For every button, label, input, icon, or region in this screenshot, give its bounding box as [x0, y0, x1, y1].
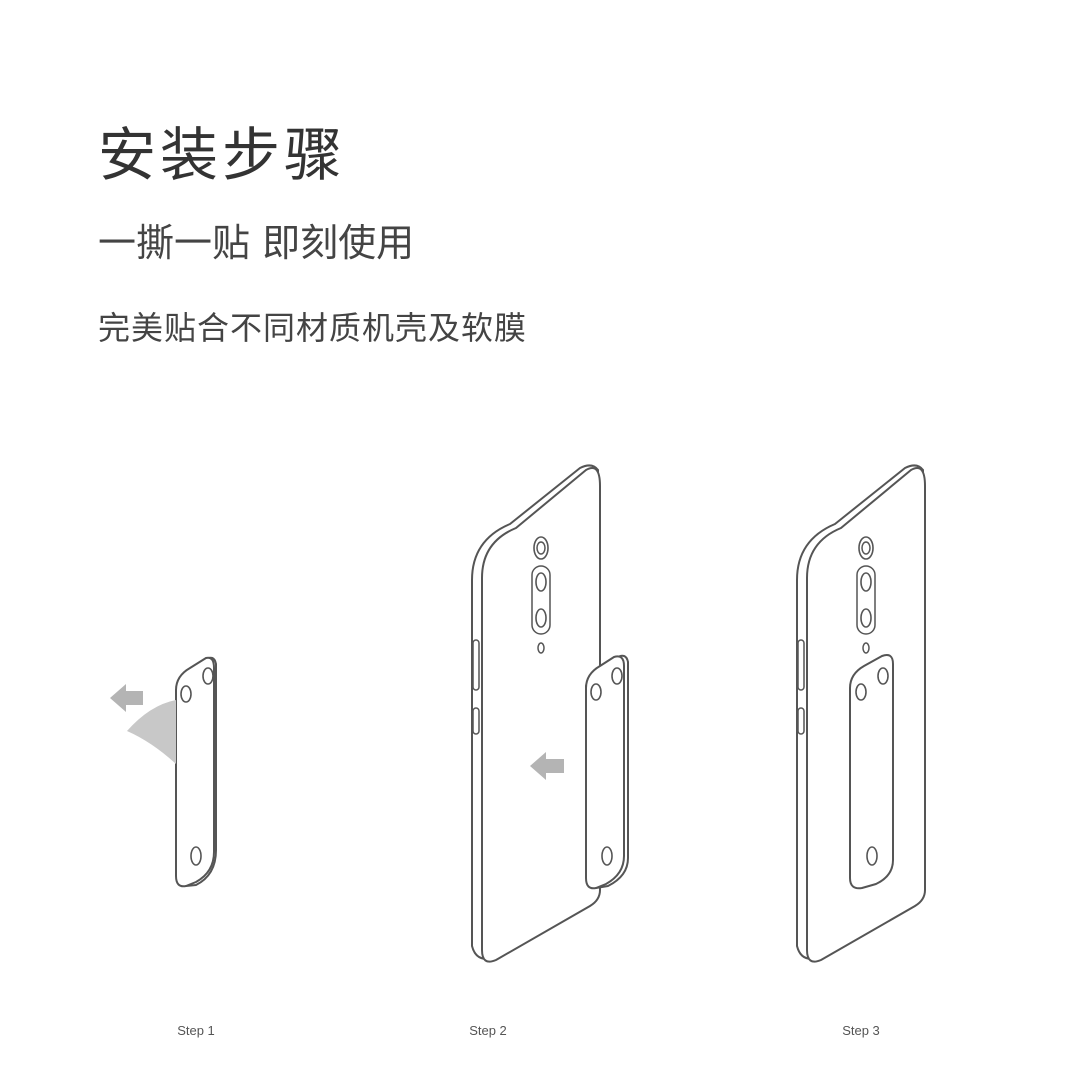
- step3-hole-top-left: [855, 683, 867, 701]
- step1-arrow-left-icon: [110, 684, 143, 712]
- step2-label: Step 2: [469, 1023, 507, 1038]
- step2-volume-button: [472, 639, 480, 691]
- step2-illustration: [471, 464, 629, 963]
- step3-camera-module: [856, 565, 876, 635]
- step2-hole-top-right: [611, 667, 623, 685]
- step3-label: Step 3: [842, 1023, 880, 1038]
- step2-arrow-left-icon: [530, 752, 564, 780]
- step3-illustration: [796, 464, 926, 963]
- step2-camera-module: [531, 565, 551, 635]
- step1-illustration: [110, 656, 217, 888]
- step2-flash: [537, 642, 545, 654]
- step2-strip: [585, 655, 625, 890]
- step3-hole-bottom: [866, 846, 878, 866]
- step1-label: Step 1: [177, 1023, 215, 1038]
- step3-power-button: [797, 707, 805, 735]
- step2-camera-bottom: [535, 608, 547, 628]
- step3-volume-button: [797, 639, 805, 691]
- step3-camera-middle: [860, 572, 872, 592]
- page-description: 完美贴合不同材质机壳及软膜: [98, 309, 528, 347]
- step2-hole-top-left: [590, 683, 602, 701]
- step2-power-button: [472, 707, 480, 735]
- step1-peeling-liner: [127, 700, 176, 764]
- step2-camera-top-inner: [536, 541, 546, 555]
- step3-camera-top-inner: [861, 541, 871, 555]
- step3-camera-bottom: [860, 608, 872, 628]
- step2-camera-top: [533, 536, 549, 560]
- page-subtitle: 一撕一贴 即刻使用: [98, 221, 415, 265]
- page-title: 安装步骤: [98, 121, 347, 189]
- step2-camera-middle: [535, 572, 547, 592]
- step3-strip: [849, 654, 894, 890]
- step3-flash: [862, 642, 870, 654]
- step2-hole-bottom: [601, 846, 613, 866]
- step3-hole-top-right: [877, 667, 889, 685]
- step1-hole-top-left: [180, 685, 192, 703]
- step1-hole-top-right: [202, 667, 214, 685]
- step1-hole-bottom: [190, 846, 202, 866]
- step1-strip: [175, 656, 215, 888]
- step3-camera-top: [858, 536, 874, 560]
